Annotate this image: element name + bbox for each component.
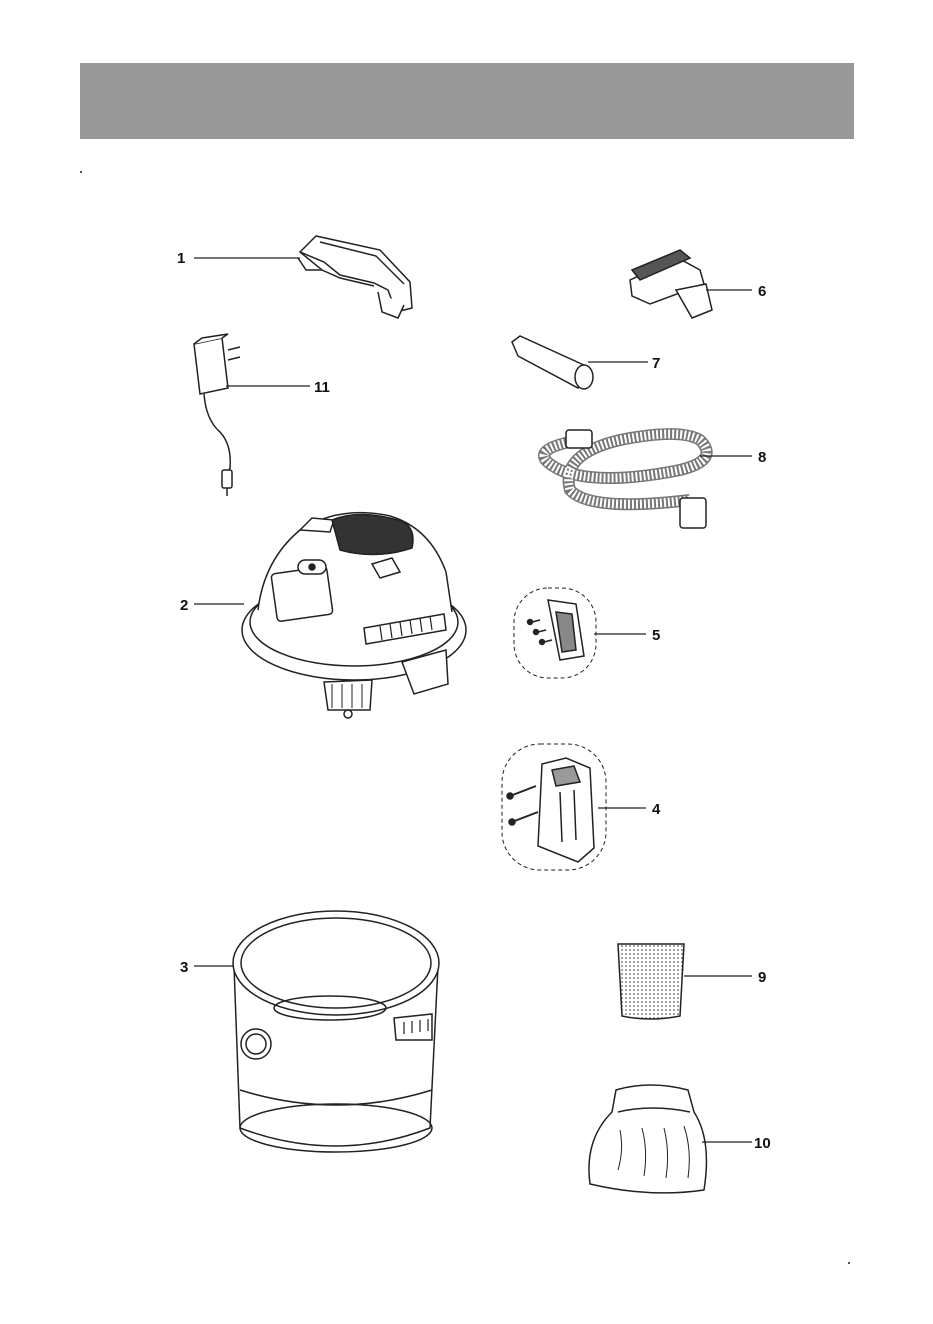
callout-8: 8 [758, 449, 766, 466]
foam-filter-icon [618, 944, 684, 1019]
callout-11: 11 [314, 379, 330, 396]
callout-9: 9 [758, 969, 766, 986]
callout-4: 4 [652, 801, 661, 818]
callout-5: 5 [652, 627, 660, 644]
wall-mount-bracket-icon [502, 744, 606, 870]
callout-1: 1 [177, 250, 185, 267]
crevice-tool-icon [512, 336, 593, 389]
utility-brush-nozzle-icon [630, 250, 712, 318]
charger-adapter-icon [194, 334, 240, 496]
flexible-hose-icon [544, 430, 707, 528]
hose-holder-clip-icon [514, 588, 596, 678]
carry-handle-icon [298, 236, 412, 318]
callout-2: 2 [180, 597, 188, 614]
callout-7: 7 [652, 355, 660, 372]
callout-10: 10 [754, 1135, 771, 1152]
motor-head-icon [242, 513, 466, 718]
callout-6: 6 [758, 283, 766, 300]
filter-bag-icon [589, 1085, 707, 1193]
callout-3: 3 [180, 959, 188, 976]
tank-drum-icon [233, 911, 439, 1152]
